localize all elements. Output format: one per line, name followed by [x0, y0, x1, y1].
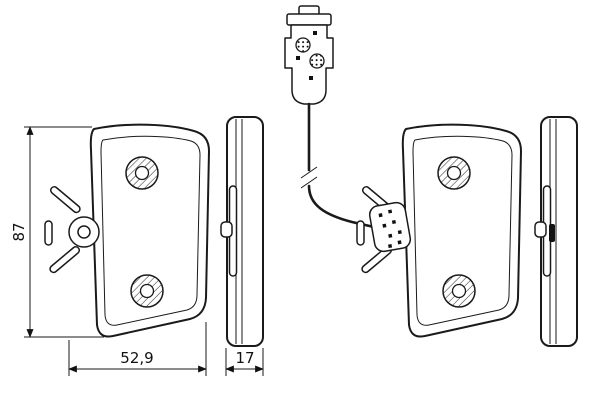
- guide-boss: [68, 216, 100, 248]
- pad-face-left: [89, 123, 210, 338]
- pad-face-right: [401, 123, 522, 338]
- connector-pin-hole: [309, 53, 325, 69]
- sensor-side-profile: [549, 224, 555, 242]
- sensor-wire: [300, 102, 376, 229]
- wear-sensor-connector: [284, 5, 334, 105]
- dimension-width: 52,9: [68, 322, 207, 376]
- pad-side-view-right: [534, 116, 578, 347]
- pad-front-view-left: [44, 123, 210, 338]
- dim-thickness-label: 17: [235, 349, 254, 367]
- pad-front-view-right: [356, 123, 522, 338]
- dim-width-label: 52,9: [120, 349, 153, 367]
- wear-sensor-block: [368, 201, 412, 253]
- pad-side-view-left: [220, 116, 264, 347]
- dimension-thickness: 17: [225, 348, 264, 376]
- dim-height-label: 87: [10, 222, 28, 241]
- dimension-height: 87: [10, 126, 104, 338]
- connector-pin-hole: [295, 37, 311, 53]
